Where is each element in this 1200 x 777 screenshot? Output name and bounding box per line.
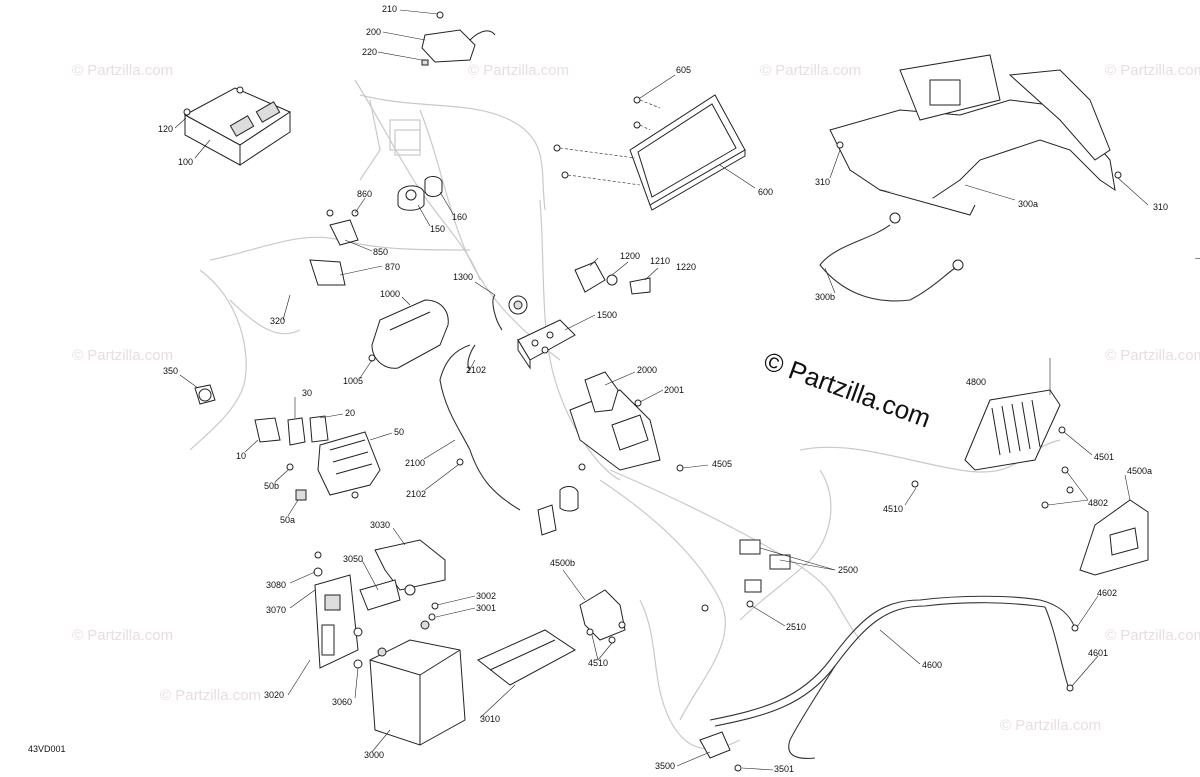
callout: 3001 [476, 603, 496, 613]
brand-watermark: © Partzilla.com [760, 345, 935, 433]
switch-bank [254, 415, 381, 501]
callout: 2001 [664, 385, 684, 395]
battery-hold-down [359, 539, 446, 611]
callout: 1200 [620, 251, 640, 261]
cable-4600 [699, 595, 1079, 772]
callout: 4800 [966, 377, 986, 387]
callout: 1220 [676, 262, 696, 272]
callout: 100 [178, 157, 193, 167]
callout: 850 [373, 247, 388, 257]
callout: 10 [236, 451, 246, 461]
display-screen [553, 94, 746, 211]
callout: 4501 [1094, 452, 1114, 462]
callout: 2102 [466, 365, 486, 375]
harness-2100 [439, 344, 579, 536]
callout: 2500 [838, 565, 858, 575]
watermark: © Partzilla.com [72, 62, 173, 79]
callout: 4510 [588, 658, 608, 668]
callout: 1210 [650, 256, 670, 266]
callout: 320 [270, 316, 285, 326]
callout: 310 [1153, 202, 1168, 212]
callout: 4602 [1097, 588, 1117, 598]
callout: 120 [158, 124, 173, 134]
callout: 300a [1018, 199, 1038, 209]
callout: 350 [163, 366, 178, 376]
callout: 3060 [332, 697, 352, 707]
sensor-350 [194, 384, 216, 405]
callout: 4500b [550, 558, 575, 568]
callout: 2000 [637, 365, 657, 375]
control-box [368, 299, 449, 369]
callout: 50a [280, 515, 295, 525]
watermark: © Partzilla.com [160, 687, 261, 704]
bracket-4500a [1079, 499, 1149, 576]
callout: 310 [815, 177, 830, 187]
callout: 2510 [786, 622, 806, 632]
callout: 3020 [264, 690, 284, 700]
callout: 220 [362, 47, 377, 57]
voltage-regulator [911, 389, 1074, 509]
callout: 3500 [655, 761, 675, 771]
ecm-module [183, 86, 292, 166]
battery-bracket [313, 551, 363, 669]
watermark: © Partzilla.com [1000, 717, 1101, 734]
battery-pad [428, 602, 576, 686]
relay-cluster [309, 176, 443, 286]
relay-module [421, 11, 496, 66]
callout: 600 [758, 187, 773, 197]
callout: 1000 [380, 289, 400, 299]
shifter-console [569, 371, 684, 472]
callout: 3010 [480, 714, 500, 724]
watermark-layer: © Partzilla.com © Partzilla.com © Partzi… [72, 62, 1200, 734]
callout: 160 [452, 212, 467, 222]
watermark: © Partzilla.com [760, 62, 861, 79]
callout: 200 [366, 27, 381, 37]
callout: 3070 [266, 605, 286, 615]
watermark: © Partzilla.com [1105, 347, 1200, 364]
watermark: © Partzilla.com [72, 347, 173, 364]
bracket-4500b [579, 589, 626, 644]
callout: 4500a [1127, 466, 1152, 476]
callout: 605 [676, 65, 691, 75]
callout: 20 [345, 408, 355, 418]
callout: 1300 [453, 272, 473, 282]
callout: 860 [357, 189, 372, 199]
battery [369, 620, 466, 746]
callout-labels: 210 200 220 120 100 605 600 310 300a 310… [158, 4, 1168, 774]
callout: 3501 [774, 764, 794, 774]
watermark: © Partzilla.com [1105, 627, 1200, 644]
callout: 2102 [406, 489, 426, 499]
callout: 210 [382, 4, 397, 14]
callout: 50b [264, 481, 279, 491]
leader-lines [174, 9, 1200, 771]
callout: 3080 [266, 580, 286, 590]
callout: 4505 [712, 459, 732, 469]
callout: 1500 [597, 310, 617, 320]
callout: 3000 [364, 750, 384, 760]
callout: 4601 [1088, 648, 1108, 658]
callout: 4600 [922, 660, 942, 670]
callout: 3002 [476, 591, 496, 601]
callout: 3050 [343, 554, 363, 564]
callout: 2100 [405, 458, 425, 468]
watermark: © Partzilla.com [72, 627, 173, 644]
callout: 870 [385, 262, 400, 272]
callout: 150 [430, 224, 445, 234]
mounting-frame [819, 54, 1122, 302]
callout: 1005 [343, 376, 363, 386]
callout: 3030 [370, 520, 390, 530]
switch-panel [517, 319, 576, 370]
callout: 4510 [883, 504, 903, 514]
connector-group-2500 [701, 539, 791, 612]
callout: 50 [394, 427, 404, 437]
socket-1300 [492, 294, 528, 331]
callout: 4802 [1088, 498, 1108, 508]
watermark: © Partzilla.com [1105, 62, 1200, 79]
diagram-code: 43VD001 [28, 744, 66, 754]
watermark: © Partzilla.com [468, 62, 569, 79]
switch-1200 [574, 261, 651, 295]
callout: 30 [302, 388, 312, 398]
callout: 300b [815, 292, 835, 302]
